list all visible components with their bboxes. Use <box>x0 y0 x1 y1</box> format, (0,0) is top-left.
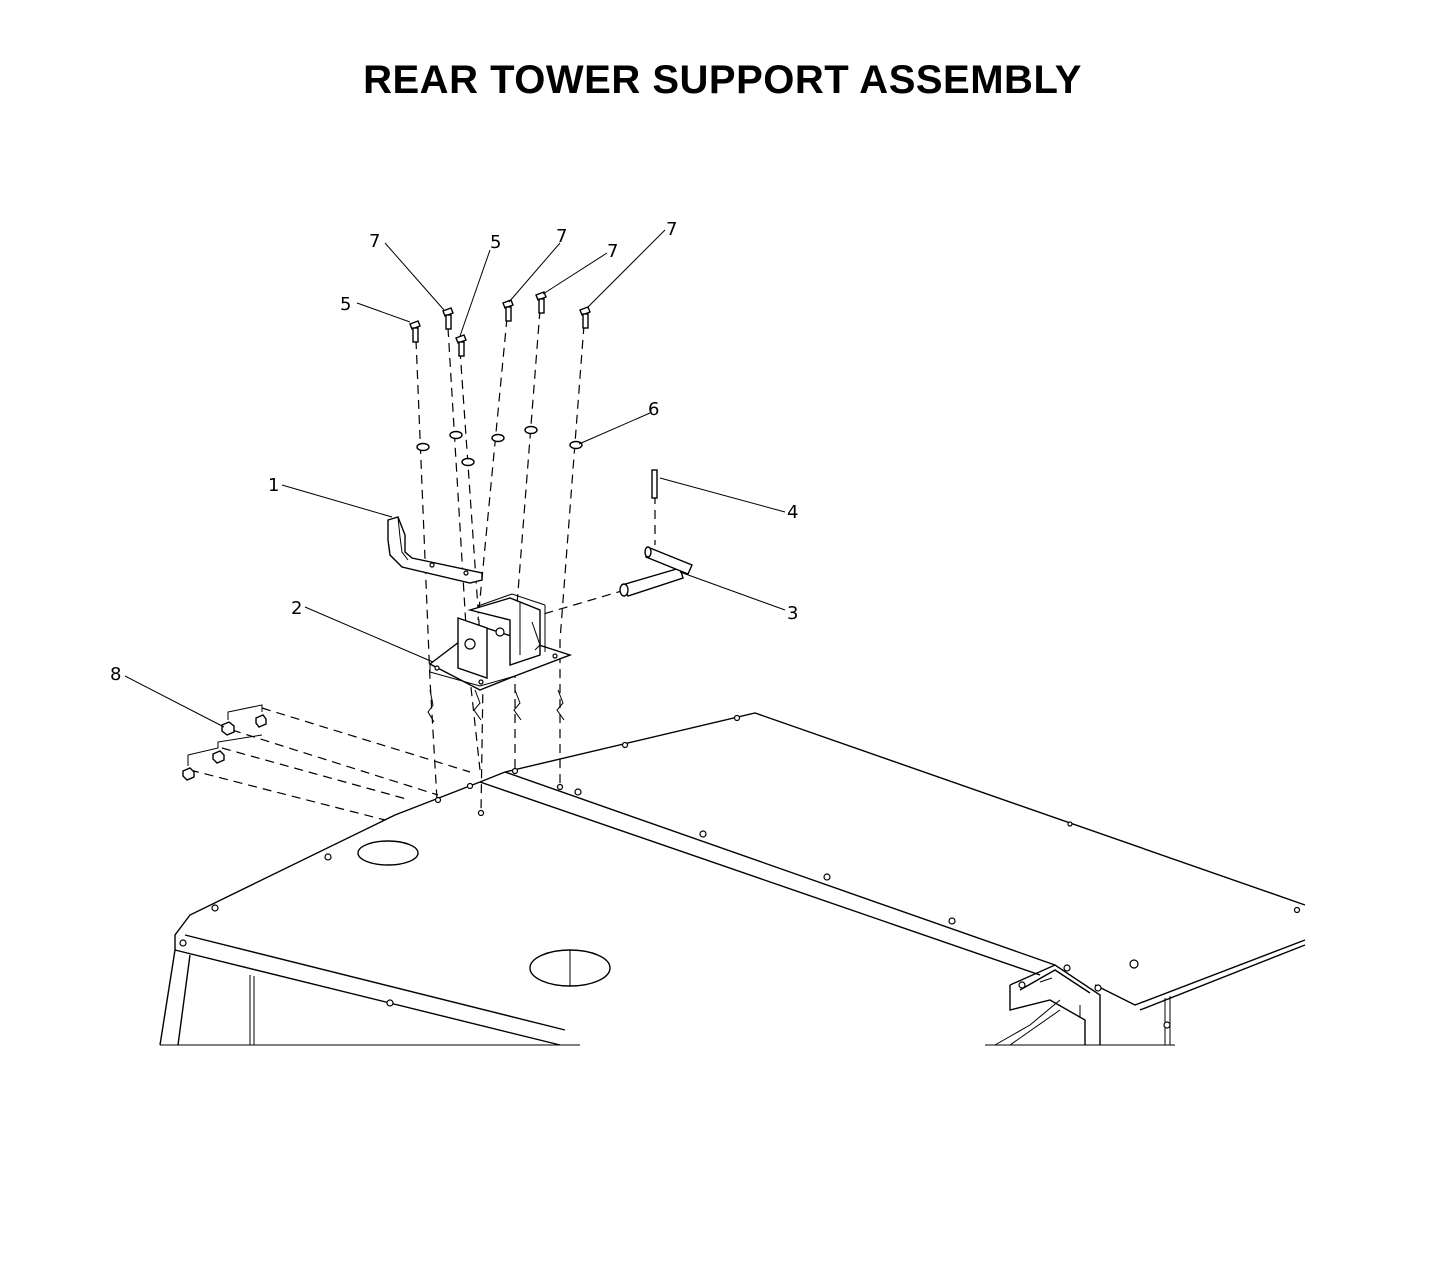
callout-7d: 7 <box>666 219 677 240</box>
washers <box>416 425 583 467</box>
callout-7c: 7 <box>607 241 618 262</box>
bolt-5a <box>409 320 421 343</box>
callout-5b: 5 <box>490 232 501 253</box>
bolt-5b <box>455 334 467 357</box>
machine-body <box>159 712 1306 1046</box>
callout-2: 2 <box>291 598 302 619</box>
page-title: REAR TOWER SUPPORT ASSEMBLY <box>363 58 1082 102</box>
bolt-7b <box>502 299 514 322</box>
callout-1: 1 <box>268 475 279 496</box>
bolt-7c <box>535 291 547 314</box>
callout-6: 6 <box>648 399 659 420</box>
callout-4: 4 <box>787 502 798 523</box>
bolt-7d <box>579 306 591 329</box>
part-8-nuts <box>182 704 267 781</box>
part-3-handle-pin <box>619 546 693 597</box>
part-2-tower-base <box>428 593 573 691</box>
bolts <box>409 291 591 357</box>
callout-8: 8 <box>110 664 121 685</box>
part-1-bracket <box>387 516 483 584</box>
bolt-7a <box>442 307 454 330</box>
callout-7a: 7 <box>369 231 380 252</box>
callout-3: 3 <box>787 603 798 624</box>
part-4-pin <box>651 469 658 499</box>
callout-7b: 7 <box>556 226 567 247</box>
callout-5a: 5 <box>340 294 351 315</box>
callout-numbers: 5 7 5 7 7 7 6 1 2 3 4 8 <box>110 219 798 685</box>
leader-lines <box>124 229 786 728</box>
